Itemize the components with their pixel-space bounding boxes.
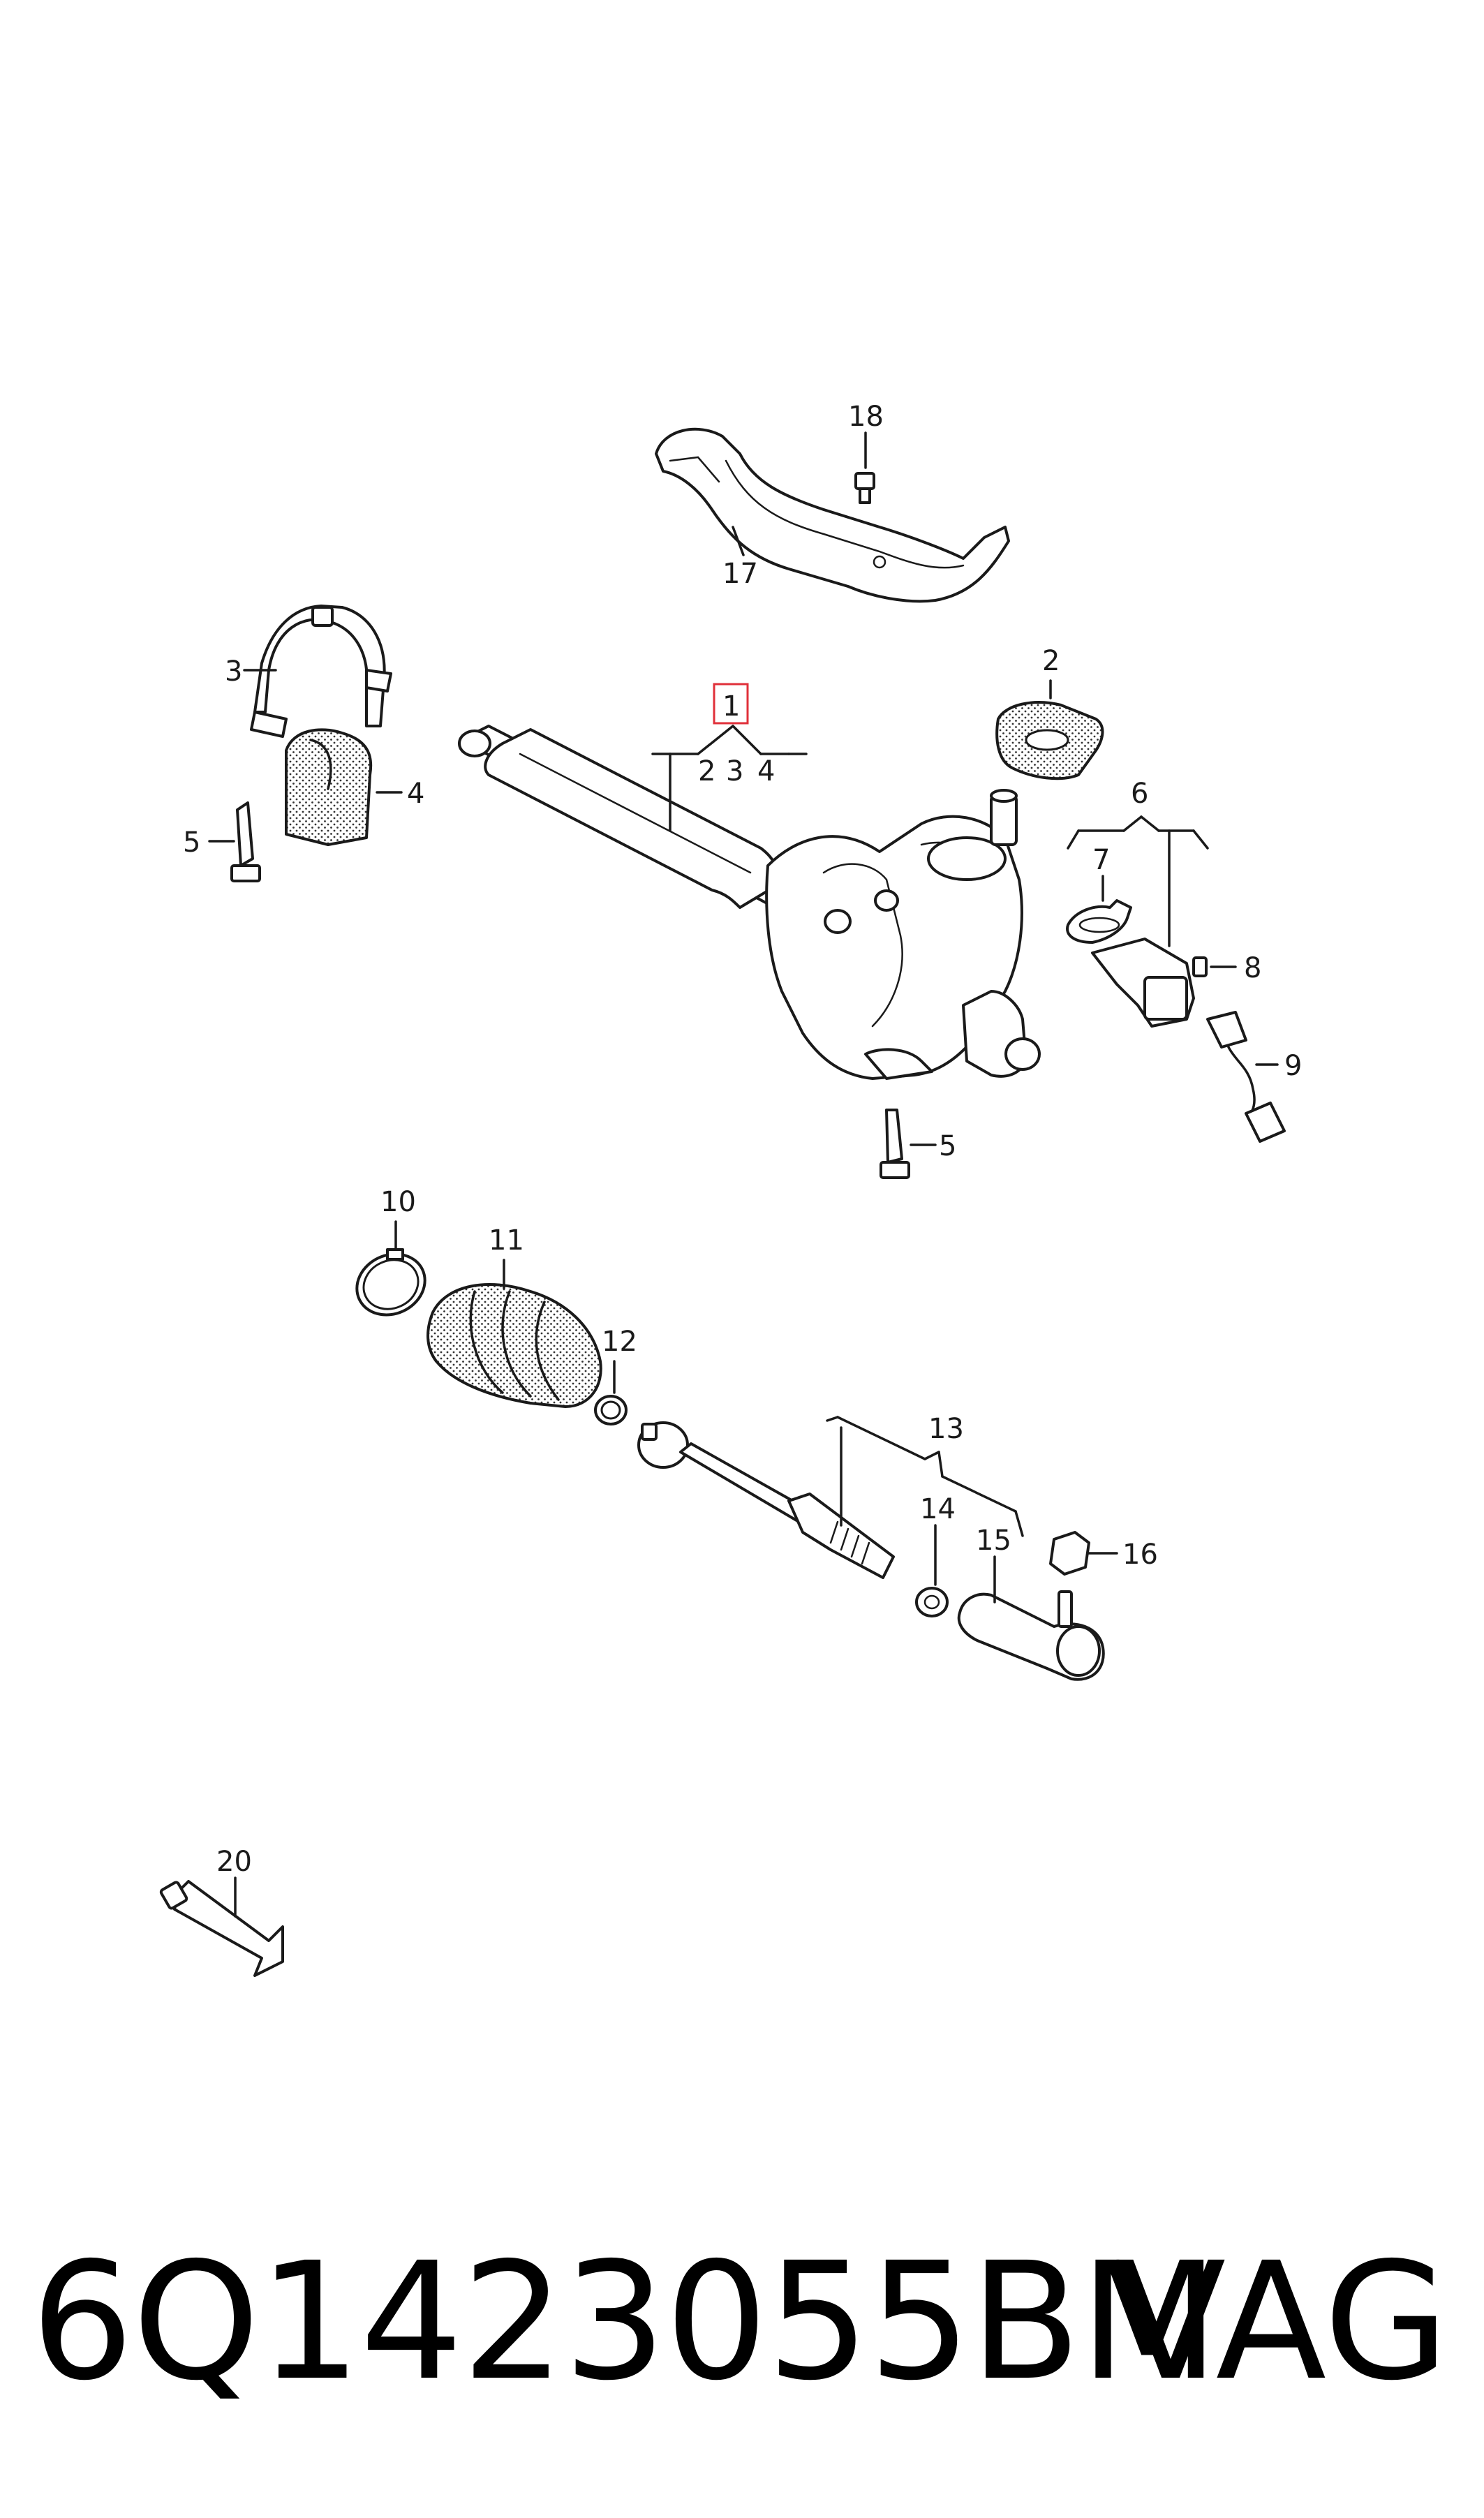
callout-12: 12 <box>602 1326 637 1358</box>
callout-5-left: 5 <box>183 827 200 859</box>
callout-1-sub-3: 3 <box>726 755 743 787</box>
callout-14: 14 <box>920 1493 956 1525</box>
callout-18: 18 <box>848 401 884 433</box>
clip-part-10 <box>355 1248 426 1317</box>
callout-2: 2 <box>1042 645 1060 677</box>
callout-3: 3 <box>225 656 242 688</box>
callout-17: 17 <box>722 558 758 590</box>
callout-16: 16 <box>1122 1539 1158 1571</box>
tie-rod-part-13 <box>637 1421 895 1579</box>
wiring-harness-part-9 <box>1206 1011 1286 1143</box>
part-number: 6Q1423055BM <box>31 2228 1219 2416</box>
bolt-part-18 <box>854 472 875 504</box>
callout-7: 7 <box>1092 844 1110 876</box>
bolt-part-5-left <box>230 801 261 882</box>
screw-part-8 <box>1192 956 1208 977</box>
damper-pad-part-2 <box>995 701 1104 780</box>
callout-10: 10 <box>380 1186 416 1218</box>
gasket-part-7 <box>1066 899 1132 944</box>
callout-1-highlight-box <box>713 683 749 725</box>
callout-6: 6 <box>1131 778 1148 810</box>
clip-part-12 <box>594 1395 628 1425</box>
callout-8: 8 <box>1244 952 1261 984</box>
brand-name: VAG <box>1115 2228 1449 2416</box>
steering-rack-part-1 <box>458 725 1041 1080</box>
sensor-part-6 <box>1091 938 1195 1028</box>
callout-1-sub-2: 2 <box>698 755 715 787</box>
bracket-part-17 <box>655 427 1010 603</box>
rubber-mount-part-4 <box>285 728 373 846</box>
grease-tube-part-20 <box>159 1880 284 1977</box>
nut-part-14 <box>915 1587 949 1617</box>
callout-15: 15 <box>976 1525 1011 1557</box>
callout-9: 9 <box>1284 1050 1302 1082</box>
bolt-part-5-bottom <box>880 1109 910 1179</box>
callout-1-sub-4: 4 <box>757 755 775 787</box>
callout-20: 20 <box>216 1846 252 1878</box>
callout-13: 13 <box>928 1413 964 1445</box>
nut-part-16 <box>1049 1531 1090 1576</box>
callout-4: 4 <box>407 778 424 810</box>
callout-1: 1 <box>722 690 740 723</box>
boot-part-11 <box>426 1283 602 1408</box>
callout-5-bottom: 5 <box>939 1130 956 1162</box>
tie-rod-end-part-15 <box>957 1590 1105 1681</box>
clamp-part-3 <box>250 605 392 738</box>
callout-11: 11 <box>489 1224 524 1257</box>
